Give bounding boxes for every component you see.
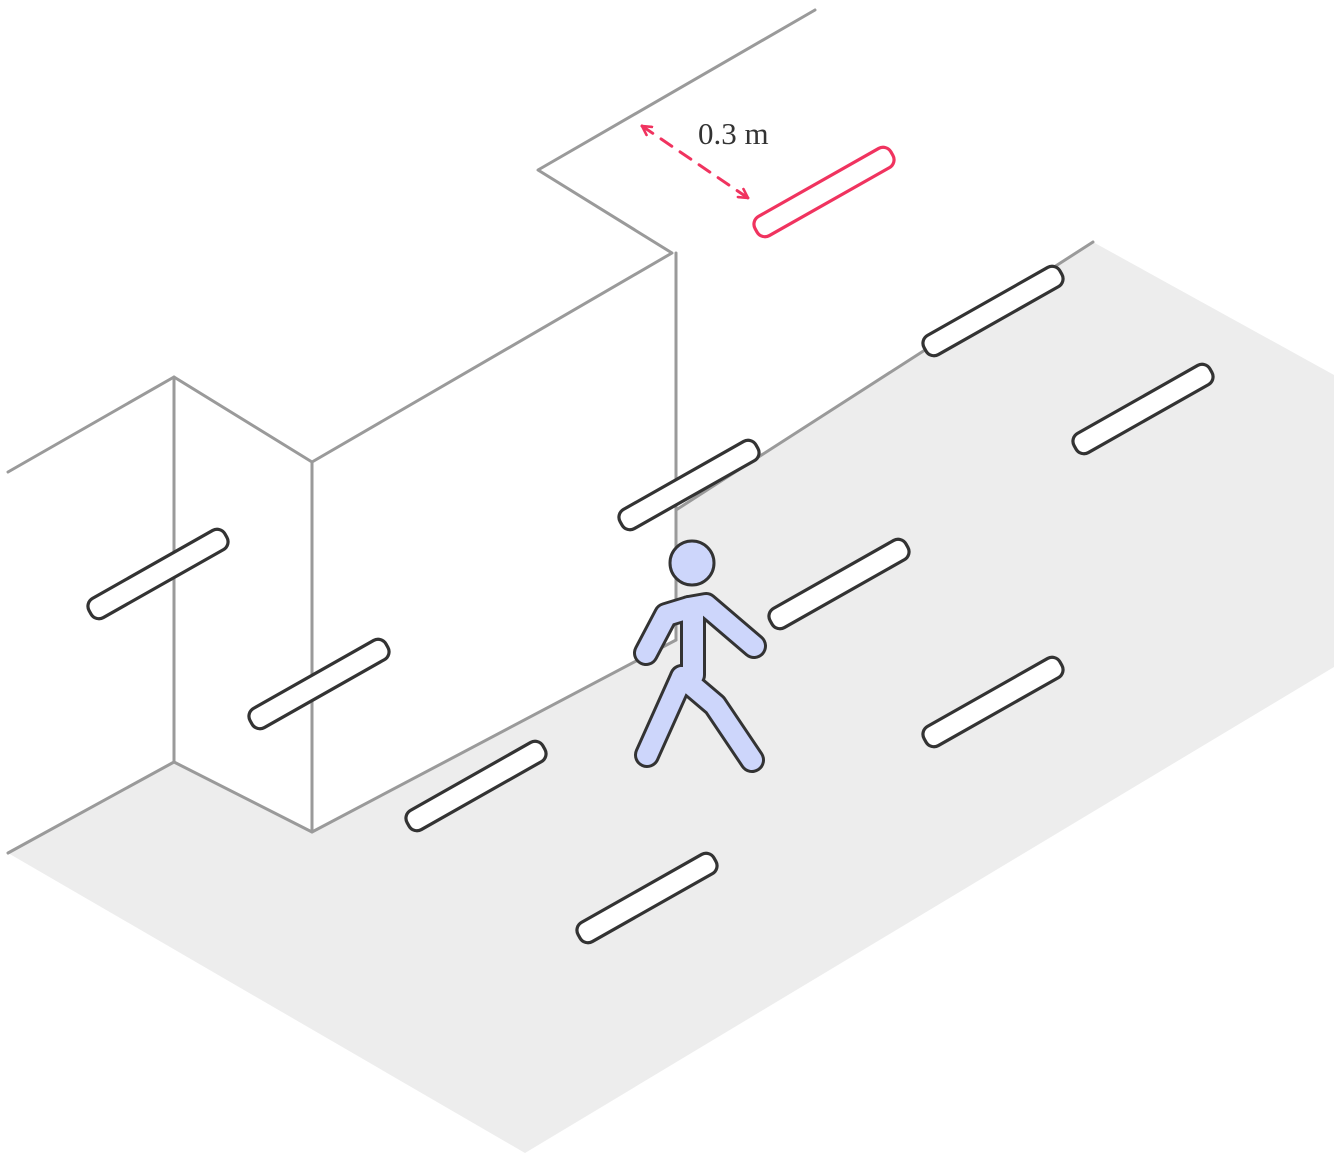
floor-bar bbox=[767, 537, 911, 631]
floor-bar bbox=[921, 264, 1065, 358]
highlighted-bar bbox=[752, 145, 896, 239]
wall-bar bbox=[247, 637, 391, 731]
floor-bar bbox=[921, 655, 1065, 749]
floor-bar bbox=[404, 739, 548, 833]
tactile-bars bbox=[86, 264, 1215, 945]
floor-bar bbox=[1071, 362, 1215, 456]
walking-person-icon bbox=[633, 539, 767, 773]
dimension-label: 0.3 m bbox=[698, 116, 769, 151]
wall-bar bbox=[86, 527, 230, 621]
person-head bbox=[668, 539, 716, 587]
floor-bar bbox=[575, 851, 719, 945]
floor-bar bbox=[617, 438, 761, 532]
